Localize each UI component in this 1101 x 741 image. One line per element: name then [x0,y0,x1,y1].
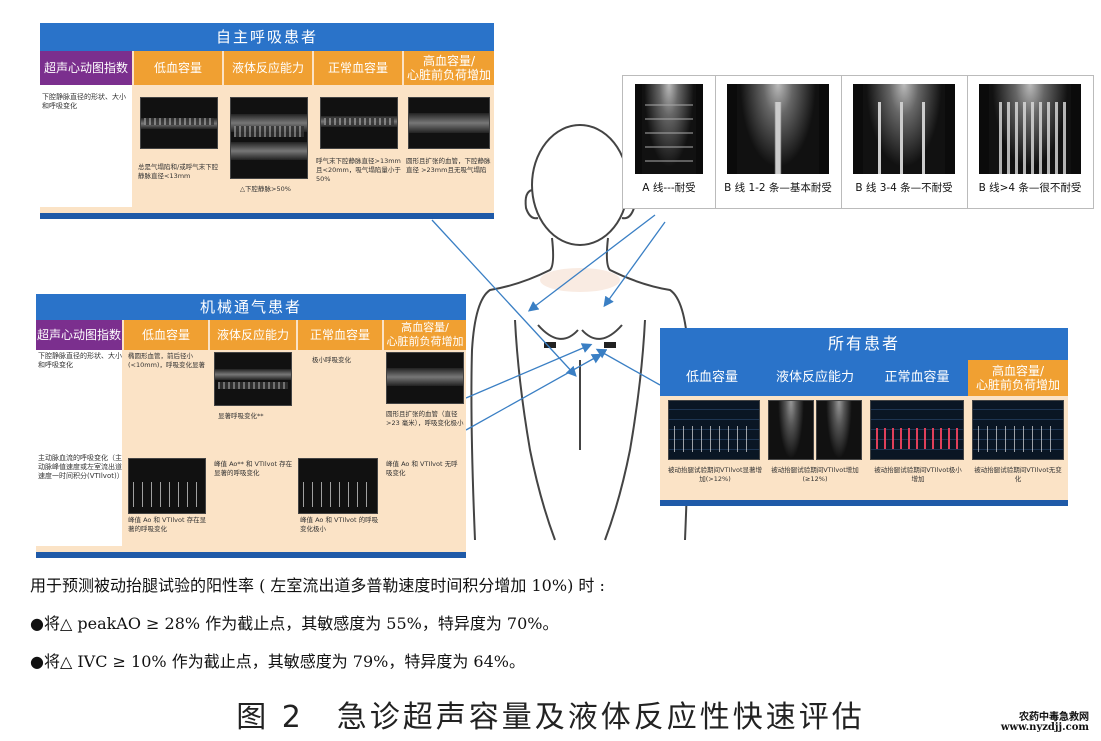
echo-image [768,400,814,460]
all-patients-panel: 所有患者 低血容量 液体反应能力 正常血容量 高血容量/ 心脏前负荷增加 被动抬… [660,328,1068,506]
caption: 峰值 Ao 和 VTIlvot 存在显著的呼吸变化 [128,516,207,533]
col-header-fluid-responsive: 液体反应能力 [764,360,866,396]
panel-title: 机械通气患者 [36,294,466,320]
watermark-line-2: www.nyzdjj.com [1000,722,1089,733]
caption: 峰值 Ao** 和 VTIlvot 存在显著的呼吸变化 [214,460,293,477]
ultrasound-image [320,97,398,149]
figure-title: 图 2 急诊超声容量及液体反应性快速评估 [236,700,865,735]
ultrasound-image [386,352,464,404]
col-header-fluid-responsive: 液体反应能力 [224,51,312,85]
col-header-hypervolemia: 高血容量/ 心脏前负荷增加 [384,320,466,350]
col-header-normovolemia: 正常血容量 [298,320,382,350]
doppler-image [298,458,378,514]
col-header-hypovolemia: 低血容量 [660,360,764,396]
caption: 椭圆形血管，前后径小(<10mm)，呼吸变化显著 [128,352,205,369]
col-header-hypervolemia: 高血容量/ 心脏前负荷增加 [968,360,1068,396]
doppler-image [668,400,760,460]
caption: 被动抬腿试验期间VTIlvot极小增加 [874,466,962,483]
caption: 圆形且扩张的血管（直径 >23 毫米），呼吸变化极小 [386,410,464,427]
b-line-label: B 线 1-2 条—基本耐受 [724,182,832,194]
text-line-3: ●将△ IVC ≥ 10% 作为截止点，其敏感度为 79%，特异度为 64%。 [30,652,525,671]
col-header-fluid-responsive: 液体反应能力 [210,320,296,350]
text-line-2: ●将△ peakAO ≥ 28% 作为截止点，其敏感度为 55%，特异度为 70… [30,614,559,633]
ultrasound-image [408,97,490,149]
doppler-image [870,400,964,460]
caption: 呼气末下腔静脉直径>13mm且<20mm，吸气塌陷量小于50% [316,157,401,183]
caption: 被动抬腿试验期间VTIlvot无变化 [974,466,1062,483]
ultrasound-image [140,97,218,149]
caption: 被动抬腿试验期间VTIlvot增加(≥12%) [771,466,859,483]
caption: 总是气塌陷和/或呼气末下腔静脉直径<13mm [138,163,219,180]
lung-ultrasound-image [979,84,1081,174]
ultrasound-image [214,352,292,406]
doppler-image [128,458,206,514]
b-line-label: B 线>4 条—很不耐受 [978,182,1082,194]
panel-title: 自主呼吸患者 [40,23,494,51]
col-header-normovolemia: 正常血容量 [866,360,968,396]
row-label-ivc: 下腔静脉直径的形状、大小和呼吸变化 [38,352,122,369]
caption: 圆形且扩张的血管，下腔静脉直径 >23mm且无吸气塌陷 [406,157,491,174]
caption: 极小呼吸变化 [312,356,351,364]
b-line-label: A 线---耐受 [642,182,696,194]
caption: 峰值 Ao 和 VTIlvot 的呼吸变化极小 [300,516,379,533]
panel-title: 所有患者 [660,328,1068,360]
col-header-hypervolemia: 高血容量/ 心脏前负荷增加 [404,51,494,85]
row-label-aortic-flow: 主动脉血流的呼吸变化（主动脉峰值速度或左室流出道速度一时间积分(VTIlvot)… [38,454,124,480]
col-header-hypovolemia: 低血容量 [134,51,222,85]
caption: 显著呼吸变化** [218,412,264,420]
caption: 峰值 Ao 和 VTIlvot 无呼吸变化 [386,460,458,477]
lung-ultrasound-image [727,84,829,174]
caption: △下腔静脉>50% [240,185,291,193]
watermark-line-1: 农药中毒急救网 [1019,712,1089,723]
col-header-echo-index: 超声心动图指数 [40,51,132,85]
col-header-normovolemia: 正常血容量 [314,51,402,85]
spontaneous-breathing-panel: 自主呼吸患者 超声心动图指数 低血容量 液体反应能力 正常血容量 高血容量/ 心… [40,23,494,219]
row-label-ivc: 下腔静脉直径的形状、大小和呼吸变化 [42,93,126,110]
text-line-1: 用于预测被动抬腿试验的阳性率 ( 左室流出道多普勒速度时间积分增加 10%) 时… [30,576,605,595]
echo-image [816,400,862,460]
lung-b-lines-strip: A 线---耐受 B 线 1-2 条—基本耐受 B 线 3-4 条—不耐受 B … [622,75,1094,209]
human-torso-illustration [470,124,690,541]
lung-ultrasound-image [853,84,955,174]
col-header-hypovolemia: 低血容量 [124,320,208,350]
b-line-label: B 线 3-4 条—不耐受 [855,182,953,194]
caption: 被动抬腿试验期间VTIlvot显著增加(>12%) [668,466,763,483]
lung-ultrasound-image [635,84,703,174]
col-header-echo-index: 超声心动图指数 [36,320,122,350]
mechanical-ventilation-panel: 机械通气患者 超声心动图指数 低血容量 液体反应能力 正常血容量 高血容量/ 心… [36,294,466,558]
ultrasound-image [230,97,308,179]
doppler-image [972,400,1064,460]
